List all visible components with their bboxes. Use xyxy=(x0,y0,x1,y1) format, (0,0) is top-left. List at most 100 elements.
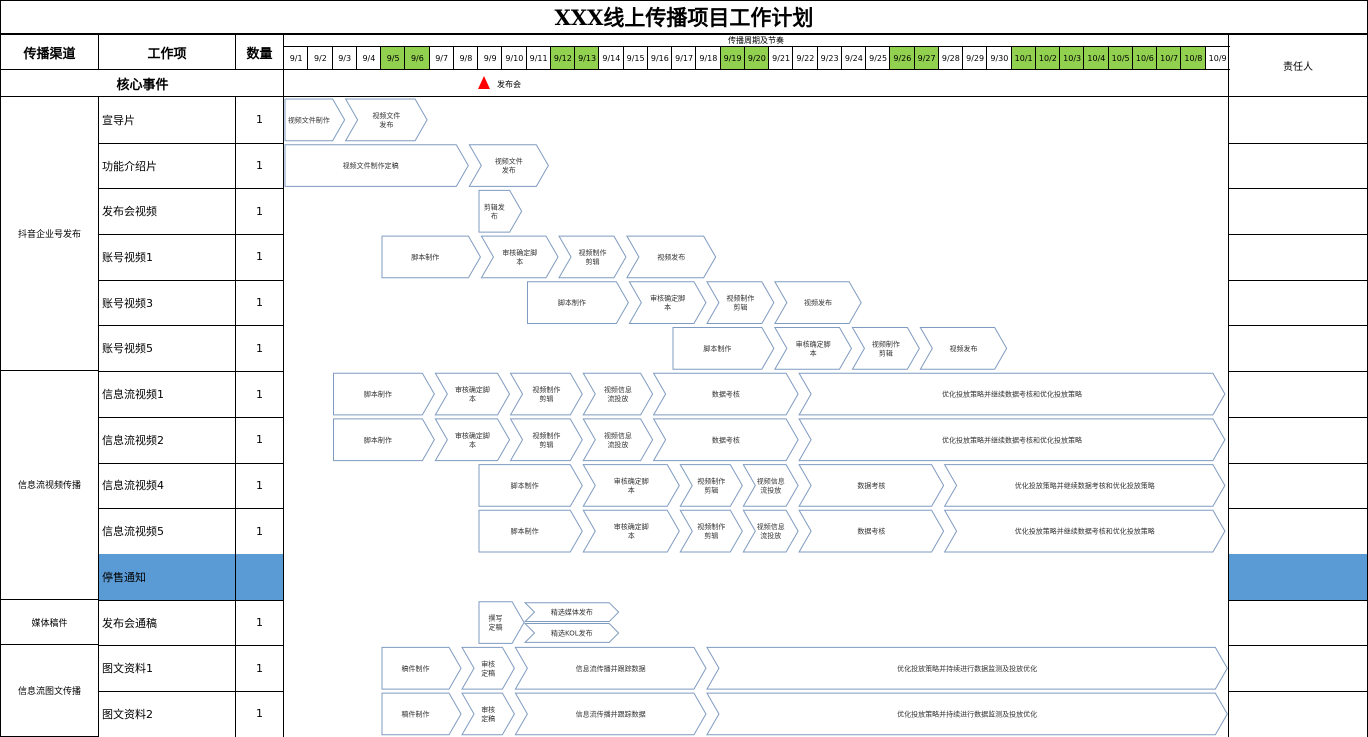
owner-cell xyxy=(1228,234,1368,281)
date-cell: 9/9 xyxy=(477,46,503,70)
work-item-cell: 图文资料1 xyxy=(98,645,236,693)
owner-cell xyxy=(1228,188,1368,236)
header-owner: 责任人 xyxy=(1228,34,1368,97)
date-cell: 9/18 xyxy=(695,46,721,70)
gantt-cell xyxy=(283,188,1229,236)
gantt-cell xyxy=(283,371,1229,418)
owner-cell xyxy=(1228,645,1368,693)
owner-cell xyxy=(1228,508,1368,555)
channel-cell: 信息流视频传播 xyxy=(0,371,99,600)
quantity-cell: 1 xyxy=(235,645,284,693)
date-cell: 9/26 xyxy=(889,46,915,70)
date-cell: 10/7 xyxy=(1156,46,1182,70)
date-cell: 10/5 xyxy=(1107,46,1133,70)
date-cell: 10/9 xyxy=(1204,46,1230,70)
work-item-cell: 停售通知 xyxy=(98,554,236,601)
work-item-cell: 信息流视频5 xyxy=(98,508,236,555)
quantity-cell xyxy=(235,554,284,601)
owner-cell xyxy=(1228,462,1368,510)
work-item-cell: 信息流视频2 xyxy=(98,416,236,464)
owner-cell xyxy=(1228,416,1368,464)
channel-cell: 信息流图文传播 xyxy=(0,645,99,737)
gantt-cell xyxy=(283,416,1229,464)
date-cell: 9/13 xyxy=(574,46,600,70)
quantity-cell: 1 xyxy=(235,97,284,144)
work-item-cell: 信息流视频1 xyxy=(98,371,236,418)
quantity-cell: 1 xyxy=(235,188,284,236)
date-cell: 9/6 xyxy=(404,46,430,70)
date-cell: 10/2 xyxy=(1034,46,1060,70)
owner-cell xyxy=(1228,142,1368,190)
date-cell: 10/1 xyxy=(1010,46,1036,70)
date-cell: 9/16 xyxy=(646,46,672,70)
date-cell: 9/20 xyxy=(743,46,769,70)
quantity-cell: 1 xyxy=(235,462,284,510)
core-event-label: 核心事件 xyxy=(0,69,284,97)
gantt-cell xyxy=(283,691,1229,737)
sheet-title: XXX线上传播项目工作计划 xyxy=(0,0,1368,34)
work-item-cell: 发布会通稿 xyxy=(98,599,236,647)
quantity-cell: 1 xyxy=(235,371,284,418)
gantt-cell xyxy=(283,279,1229,327)
date-cell: 9/15 xyxy=(622,46,648,70)
date-cell: 9/24 xyxy=(840,46,866,70)
work-item-cell: 图文资料2 xyxy=(98,691,236,737)
date-cell: 9/2 xyxy=(307,46,333,70)
quantity-cell: 1 xyxy=(235,234,284,281)
gantt-cell xyxy=(283,508,1229,555)
channel-cell: 抖音企业号发布 xyxy=(0,97,99,372)
date-cell: 9/8 xyxy=(452,46,478,70)
date-cell: 10/4 xyxy=(1083,46,1109,70)
quantity-cell: 1 xyxy=(235,508,284,555)
date-cell: 9/4 xyxy=(355,46,381,70)
work-item-cell: 账号视频5 xyxy=(98,325,236,373)
gantt-cell xyxy=(283,554,1229,601)
date-cell: 9/5 xyxy=(380,46,406,70)
date-cell: 9/14 xyxy=(598,46,624,70)
gantt-cell xyxy=(283,142,1229,190)
date-cell: 9/23 xyxy=(816,46,842,70)
date-cell: 9/30 xyxy=(986,46,1012,70)
owner-cell xyxy=(1228,279,1368,327)
owner-cell xyxy=(1228,691,1368,737)
owner-cell xyxy=(1228,554,1368,601)
gantt-cell xyxy=(283,97,1229,144)
channel-cell: 媒体稿件 xyxy=(0,599,99,646)
header-item: 工作项 xyxy=(98,34,236,70)
date-cell: 9/17 xyxy=(671,46,697,70)
date-cell: 9/21 xyxy=(768,46,794,70)
date-cell: 9/1 xyxy=(283,46,309,70)
date-cell: 10/3 xyxy=(1059,46,1085,70)
date-cell: 9/11 xyxy=(525,46,551,70)
gantt-cell xyxy=(283,645,1229,693)
gantt-cell xyxy=(283,325,1229,373)
work-item-cell: 宣导片 xyxy=(98,97,236,144)
date-cell: 9/19 xyxy=(719,46,745,70)
date-cell: 9/29 xyxy=(962,46,988,70)
date-cell: 9/22 xyxy=(792,46,818,70)
owner-cell xyxy=(1228,325,1368,373)
work-item-cell: 账号视频3 xyxy=(98,279,236,327)
quantity-cell: 1 xyxy=(235,416,284,464)
date-cell: 9/10 xyxy=(501,46,527,70)
work-item-cell: 发布会视频 xyxy=(98,188,236,236)
owner-cell xyxy=(1228,97,1368,144)
date-cell: 10/8 xyxy=(1180,46,1206,70)
date-cell: 10/6 xyxy=(1131,46,1157,70)
header-qty: 数量 xyxy=(235,34,284,70)
date-cell: 9/25 xyxy=(865,46,891,70)
core-event-band xyxy=(283,69,1229,97)
date-cell: 9/3 xyxy=(331,46,357,70)
quantity-cell: 1 xyxy=(235,142,284,190)
quantity-cell: 1 xyxy=(235,325,284,373)
quantity-cell: 1 xyxy=(235,279,284,327)
work-item-cell: 账号视频1 xyxy=(98,234,236,281)
header-channel: 传播渠道 xyxy=(0,34,99,70)
quantity-cell: 1 xyxy=(235,599,284,647)
quantity-cell: 1 xyxy=(235,691,284,737)
work-item-cell: 功能介绍片 xyxy=(98,142,236,190)
date-cell: 9/7 xyxy=(428,46,454,70)
date-cell: 9/27 xyxy=(913,46,939,70)
date-cell: 9/12 xyxy=(549,46,575,70)
